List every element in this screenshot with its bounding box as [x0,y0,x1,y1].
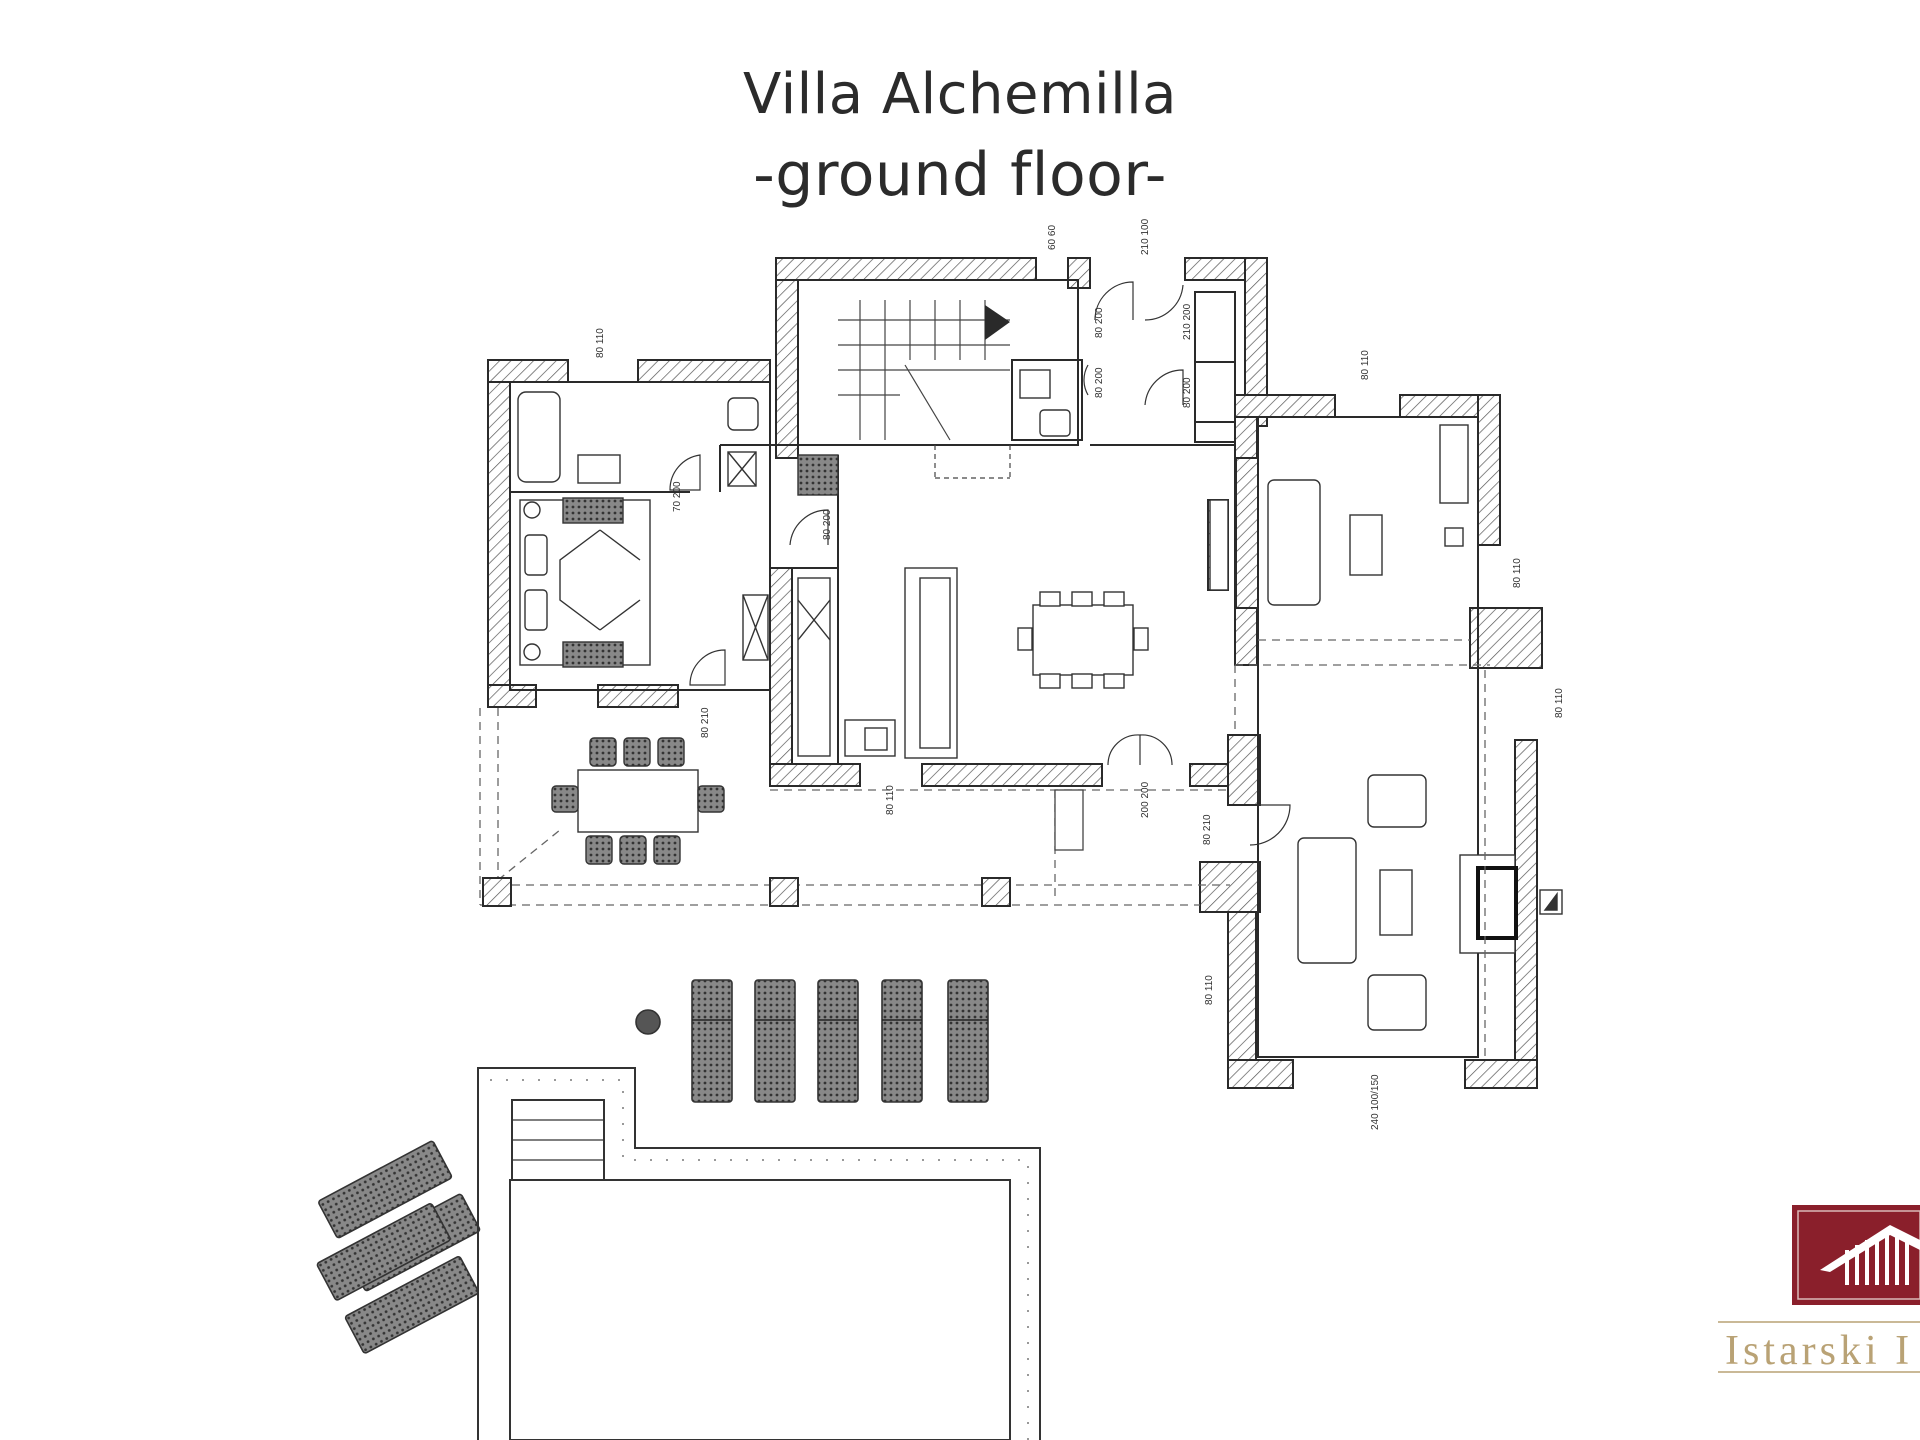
tv-unit [1439,424,1469,504]
sun-loungers [316,979,989,1354]
company-logo: Istarski I [1718,1205,1920,1374]
armchair-1 [1367,774,1427,828]
washbasin [577,454,621,484]
outdoor-dining-set [551,737,725,865]
bathtub [517,391,561,483]
interior-partitions [509,279,1479,1058]
exterior-walls [487,257,1543,1089]
double-bed [519,499,651,666]
stair-direction-arrow-icon [985,305,1010,340]
sofa-2 [1297,837,1357,964]
living-room-furniture [1267,424,1563,1031]
dimension-label: 80 110 [1512,558,1523,588]
outdoor-table [577,769,699,833]
dimension-label: 80 110 [1204,975,1215,1005]
sideboard [1209,499,1229,591]
parasol-base-icon [635,1009,661,1035]
plan-subtitle: -ground floor- [753,140,1167,210]
plan-title: Villa Alchemilla [742,62,1177,127]
dimension-label: 60 60 [1047,225,1058,250]
dimension-label: 80 210 [1202,814,1213,845]
pool-basin [509,1179,1011,1440]
dining-set-indoor [1017,499,1229,689]
dimension-label: 240 100/150 [1370,1074,1381,1130]
terrace-doorframe [1054,789,1084,851]
logo-wordmark: Istarski I [1725,1328,1913,1374]
dimension-label: 80 110 [1360,350,1371,380]
armchair-2 [1367,974,1427,1031]
dimension-label: 80 210 [700,707,711,738]
dimension-label: 200 200 [1140,781,1151,818]
washbasin-2 [1039,409,1071,437]
bedroom-furniture [519,497,769,668]
dimension-label: 80 200 [1182,377,1193,408]
dimension-label: 210 100 [1140,218,1151,255]
dimension-label: 80 110 [1554,688,1565,718]
toilet [727,397,759,431]
coffee-table-2 [1379,869,1413,936]
toilet-2 [1019,369,1051,399]
dimension-label: 70 200 [672,481,683,512]
bathroom-fixtures [517,369,1071,496]
coffee-table-1 [1349,514,1383,576]
staircase [838,300,1011,479]
swimming-pool [477,1067,1041,1440]
dimension-label: 210 200 [1182,303,1193,340]
kitchen-counters [797,567,958,759]
dimension-label: 80 110 [885,785,896,815]
door-swings [669,281,1291,846]
dimension-label: 80 200 [822,509,833,540]
dimension-label: 80 200 [1094,367,1105,398]
dimension-labels: 80 110 60 60 210 100 80 200 210 200 80 2… [595,218,1565,1130]
dining-table [1032,604,1134,676]
sofa-1 [1267,479,1321,606]
shower-tray [797,454,839,496]
dimension-label: 80 200 [1094,307,1105,338]
house-roof-logo-icon [1820,1225,1920,1285]
dimension-label: 80 110 [595,328,606,358]
terrace-columns [482,877,1011,907]
